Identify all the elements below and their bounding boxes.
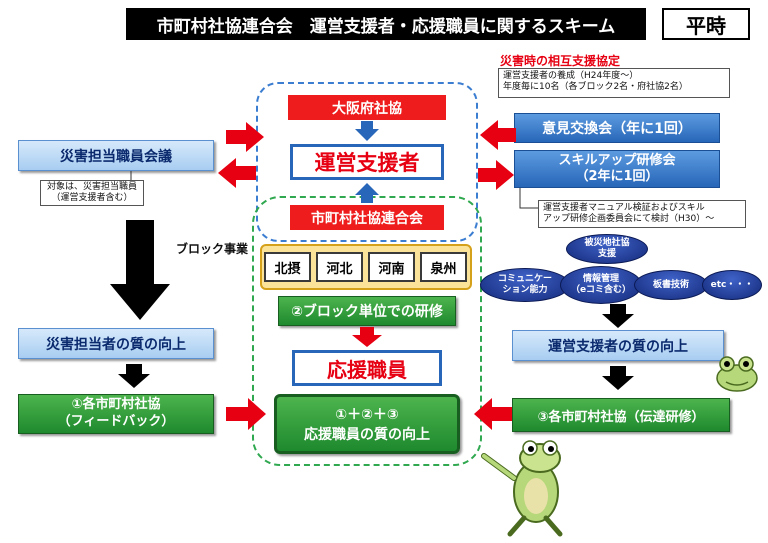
mutual-support-agreement-label: 災害時の相互支援協定	[500, 54, 621, 68]
skillup-committee-note: 運営支援者マニュアル検証およびスキル アップ研修企画委員会にて検討（H30）～	[538, 200, 746, 228]
feedback-line1: ①各市町村社協	[71, 397, 161, 413]
topic-support-line2: 支援	[597, 249, 616, 259]
staff-quality-box: 災害担当者の質の向上	[18, 328, 214, 359]
opinion-exchange-box: 意見交換会（年に1回）	[514, 113, 720, 143]
arrow-down-icon	[602, 304, 634, 328]
prefecture-zone-outline	[256, 82, 478, 242]
topic-support-line1: 被災地社協	[584, 238, 630, 249]
topic-communication: コミュニケー ション能力	[480, 268, 570, 302]
arrow-right-icon	[226, 398, 266, 430]
arrow-left-icon	[480, 120, 516, 150]
supporter-training-note: 運営支援者の養成（H24年度～） 年度毎に10名（各ブロック2名・府社協2名）	[498, 68, 730, 98]
arrow-left-icon	[218, 158, 256, 188]
topic-disaster-support: 被災地社協 支援	[566, 234, 648, 264]
municipal-transmission-box: ③各市町村社協（伝達研修）	[512, 398, 730, 432]
topic-information-management: 情報管理 （eコミ含む）	[560, 266, 642, 304]
topic-board-writing: 板書技術	[634, 270, 708, 300]
result-box: ①＋②＋③ 応援職員の質の向上	[274, 394, 460, 454]
arrow-left-icon	[474, 398, 514, 430]
skillup-training-box: スキルアップ研修会 （2年に1回）	[514, 150, 720, 188]
support-staff-box: 応援職員	[292, 350, 442, 386]
block-training-box: ②ブロック単位での研修	[278, 296, 456, 326]
municipal-feedback-box: ①各市町村社協 （フィードバック）	[18, 394, 214, 434]
block-kahoku: 河北	[316, 252, 363, 282]
arrow-down-icon	[118, 364, 150, 388]
arrow-down-icon	[355, 121, 379, 141]
frog-illustration-icon	[716, 356, 758, 392]
block-senshu: 泉州	[420, 252, 467, 282]
agreement-note-line2: 年度毎に10名（各ブロック2名・府社協2名）	[503, 82, 688, 93]
arrow-right-icon	[478, 160, 514, 190]
note-connector	[519, 188, 538, 209]
page-title: 市町村社協連合会 運営支援者・応援職員に関するスキーム	[126, 8, 646, 40]
meeting-note-line1: 対象は、災害担当職員	[46, 181, 137, 192]
topic-comm-line1: コミュニケー	[497, 274, 552, 285]
topic-comm-line2: ション能力	[502, 285, 548, 295]
osaka-council-box: 大阪府社協	[288, 95, 446, 120]
arrow-down-icon	[110, 220, 170, 320]
frog-illustration-icon	[481, 440, 563, 537]
block-kanan: 河南	[368, 252, 415, 282]
arrow-down-icon	[352, 327, 382, 347]
supporter-quality-box: 運営支援者の質の向上	[512, 330, 724, 361]
topic-info-line2: （eコミ含む）	[570, 285, 632, 295]
mode-badge: 平時	[662, 8, 750, 40]
result-label: 応援職員の質の向上	[304, 427, 430, 443]
arrow-down-icon	[602, 366, 634, 390]
result-formula: ①＋②＋③	[335, 407, 399, 423]
skillup-note-line1: 運営支援者マニュアル検証およびスキル	[543, 203, 705, 213]
block-hokusetsu: 北摂	[264, 252, 311, 282]
meeting-note-line2: （運営支援者含む）	[51, 193, 133, 203]
disaster-staff-meeting-box: 災害担当職員会議	[18, 140, 214, 171]
feedback-line2: （フィードバック）	[57, 414, 175, 429]
meeting-target-note: 対象は、災害担当職員 （運営支援者含む）	[40, 180, 144, 206]
agreement-note-line1: 運営支援者の養成（H24年度～）	[503, 71, 639, 81]
arrow-up-icon	[355, 183, 379, 203]
supporter-box: 運営支援者	[290, 144, 444, 180]
skillup-line2: （2年に1回）	[575, 169, 659, 184]
topic-etc: etc・・・	[702, 270, 762, 300]
skillup-line1: スキルアップ研修会	[558, 152, 676, 168]
block-project-label: ブロック事業	[176, 242, 249, 256]
topic-info-line1: 情報管理	[582, 274, 619, 285]
arrow-right-icon	[226, 122, 264, 152]
skillup-note-line2: アップ研修企画委員会にて検討（H30）～	[543, 214, 715, 225]
federation-box: 市町村社協連合会	[290, 205, 444, 230]
